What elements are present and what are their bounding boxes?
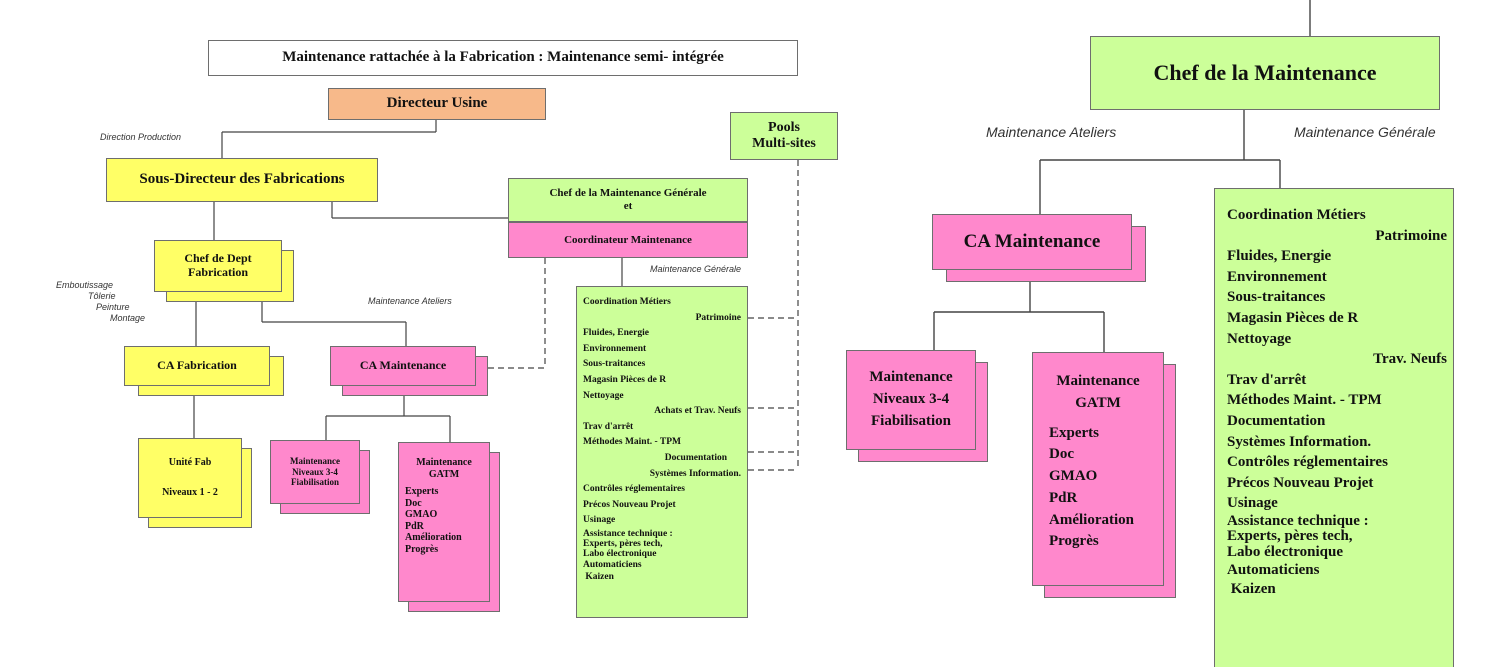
maintenance-niveaux-box: Maintenance Niveaux 3-4 Fiabilisation [846,350,976,450]
list-item: Systèmes Information. [649,468,741,479]
coordinateur-maintenance-box: Coordinateur Maintenance [508,222,748,258]
list-item: Documentation [664,452,727,463]
chart-title: Maintenance rattachée à la Fabrication :… [208,40,798,76]
list-item: Méthodes Maint. - TPM [1227,392,1382,409]
list-item: Coordination Métiers [583,297,671,307]
maintenance-generale-list: Coordination Métiers Patrimoine Fluides,… [576,286,748,618]
maintenance-generale-list: Coordination Métiers Patrimoine Fluides,… [1214,188,1454,667]
list-item: Trav. Neufs [1373,351,1447,368]
list-item: Sous-traitances [1227,289,1326,306]
list-item: Documentation [1227,412,1326,429]
list-item: Nettoyage [583,390,624,401]
chef-maintenance-box: Chef de la Maintenance [1090,36,1440,110]
area-label-tolerie: Tôlerie [88,291,116,301]
list-item: Assistance technique : [583,528,673,539]
list-item: Automaticiens [1227,561,1320,578]
list-item: Achats et Trav. Neufs [654,406,741,417]
list-item: Experts, pères tech, [583,538,663,549]
list-item: Contrôles réglementaires [583,484,685,495]
right-org-chart: Chef de la Maintenance Maintenance Ateli… [840,0,1488,667]
maintenance-generale-label: Maintenance Générale [650,264,742,274]
list-item: Précos Nouveau Projet [583,499,676,510]
list-item: Fluides, Energie [583,328,649,339]
list-item: Environnement [1227,268,1327,285]
area-label-montage: Montage [110,313,146,323]
unite-fab-box: Unité Fab Niveaux 1 - 2 [138,438,242,518]
list-item: Usinage [583,515,616,526]
list-item: Magasin Pièces de R [1227,309,1359,326]
directeur-usine-box: Directeur Usine [328,88,546,120]
area-label-emboutissage: Emboutissage [56,280,114,290]
list-item: Magasin Pièces de R [583,374,667,385]
list-item: Kaizen [583,571,614,582]
list-item: Trav d'arrêt [583,421,634,432]
maintenance-gatm-box: Maintenance GATM Experts Doc GMAO PdR Am… [398,442,490,602]
list-item: Méthodes Maint. - TPM [583,437,681,448]
list-item: Experts, pères tech, [1227,527,1353,544]
ca-fabrication-box: CA Fabrication [124,346,270,386]
maintenance-niveaux-box: Maintenance Niveaux 3-4 Fiabilisation [270,440,360,504]
list-item: Assistance technique : [1227,512,1369,529]
list-item: Usinage [1227,495,1278,512]
list-item: Labo électronique [583,548,657,559]
direction-production-label: Direction Production [100,132,182,142]
list-item: Contrôles réglementaires [1227,454,1388,471]
ca-maintenance-box: CA Maintenance [330,346,476,386]
list-item: Sous-traitances [583,359,646,370]
list-item: Coordination Métiers [1227,207,1366,223]
list-item: Patrimoine [695,312,741,323]
left-org-chart: Maintenance rattachée à la Fabrication :… [56,40,838,618]
maintenance-gatm-box: Maintenance GATM Experts Doc GMAO PdR Am… [1032,352,1164,586]
list-item: Fluides, Energie [1227,248,1332,265]
chef-maintenance-generale-box: Chef de la Maintenance Générale et [508,178,748,222]
sous-directeur-box: Sous-Directeur des Fabrications [106,158,378,202]
list-item: Précos Nouveau Projet [1227,474,1374,491]
list-item: Trav d'arrêt [1227,371,1307,388]
list-item: Automaticiens [583,559,642,570]
pools-multisites-box: Pools Multi-sites [730,112,838,160]
area-label-peinture: Peinture [96,302,130,312]
ca-maintenance-box: CA Maintenance [932,214,1132,270]
maintenance-generale-label: Maintenance Générale [1294,124,1436,140]
list-item: Systèmes Information. [1227,433,1372,450]
list-item: Labo électronique [1227,543,1343,560]
maintenance-ateliers-label: Maintenance Ateliers [986,124,1117,140]
list-item: Patrimoine [1375,227,1447,244]
maintenance-ateliers-label: Maintenance Ateliers [368,296,452,306]
chef-dept-fabrication-box: Chef de Dept Fabrication [154,240,282,292]
list-item: Environnement [583,343,647,354]
list-item: Nettoyage [1227,330,1292,347]
list-item: Kaizen [1227,580,1276,597]
